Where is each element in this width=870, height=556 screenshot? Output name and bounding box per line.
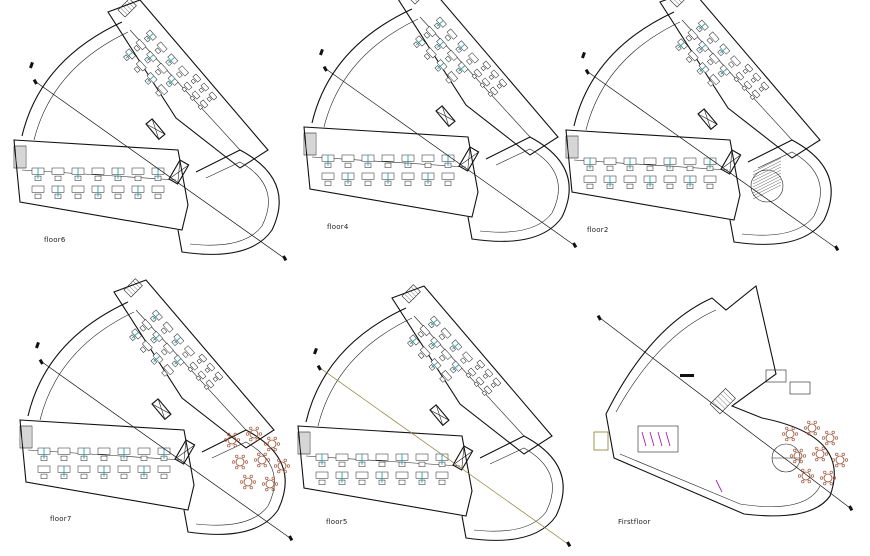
plan-label-floor2: floor2 (587, 226, 609, 234)
plan-label-floor4: floor4 (327, 223, 349, 231)
floor-plan-floor4 (304, 0, 577, 248)
floor-plan-floor7 (20, 279, 293, 541)
floor-plan-floor6 (14, 0, 287, 261)
plan-label-floor5: floor5 (326, 518, 348, 526)
plan-label-floor6: floor6 (44, 236, 66, 244)
floor-plan-firstfloor (594, 286, 853, 516)
plan-label-floor7: floor7 (50, 515, 72, 523)
floor-plan-floor2 (566, 0, 839, 251)
floor-plan-floor5 (298, 285, 571, 547)
plan-label-firstfloor: Firstfloor (618, 518, 651, 526)
